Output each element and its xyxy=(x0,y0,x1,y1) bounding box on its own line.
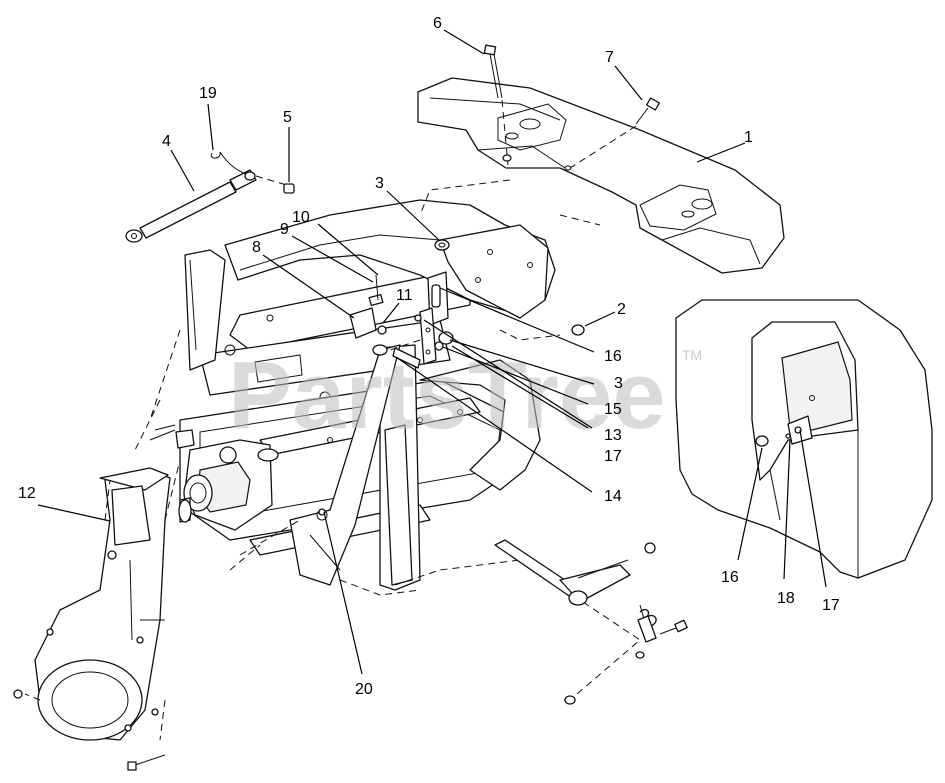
bumper-bracket xyxy=(417,77,785,274)
callout-14: 14 xyxy=(604,488,622,505)
chute-assembly xyxy=(13,459,181,771)
callout-19: 19 xyxy=(199,85,217,102)
callout-11: 11 xyxy=(396,287,413,304)
callout-12: 12 xyxy=(18,485,36,502)
leader-lines xyxy=(37,29,827,675)
callout-6: 6 xyxy=(433,15,442,32)
callout-13: 13 xyxy=(604,427,622,444)
callout-16: 16 xyxy=(604,348,622,365)
bolt-7-icon xyxy=(569,97,660,169)
callout-9: 9 xyxy=(280,221,289,238)
callout-5: 5 xyxy=(283,109,292,126)
main-frame xyxy=(134,179,641,701)
hood-panel xyxy=(675,299,933,579)
callout-3: 3 xyxy=(375,175,384,192)
callout-16: 16 xyxy=(721,569,739,586)
gas-strut-icon xyxy=(125,151,295,243)
callout-15: 15 xyxy=(604,401,622,418)
callout-2: 2 xyxy=(617,301,626,318)
hardware-group xyxy=(318,239,585,516)
callout-17: 17 xyxy=(822,597,840,614)
callout-labels: 1 2 3 3 4 5 6 7 8 9 10 11 12 13 14 15 16… xyxy=(18,15,840,698)
callout-20: 20 xyxy=(355,681,373,698)
callout-7: 7 xyxy=(605,49,614,66)
bolt-6-icon xyxy=(483,44,512,166)
callout-18: 18 xyxy=(777,590,795,607)
callout-8: 8 xyxy=(252,239,261,256)
watermark-text: PartsTree xyxy=(228,342,666,449)
callout-17: 17 xyxy=(604,448,622,465)
callout-4: 4 xyxy=(162,133,171,150)
linkage-arm xyxy=(494,539,688,705)
watermark-trademark: TM xyxy=(682,347,702,363)
callout-3: 3 xyxy=(614,375,623,392)
callout-10: 10 xyxy=(292,209,310,226)
watermark: PartsTree TM xyxy=(228,342,702,449)
callout-1: 1 xyxy=(744,129,753,146)
